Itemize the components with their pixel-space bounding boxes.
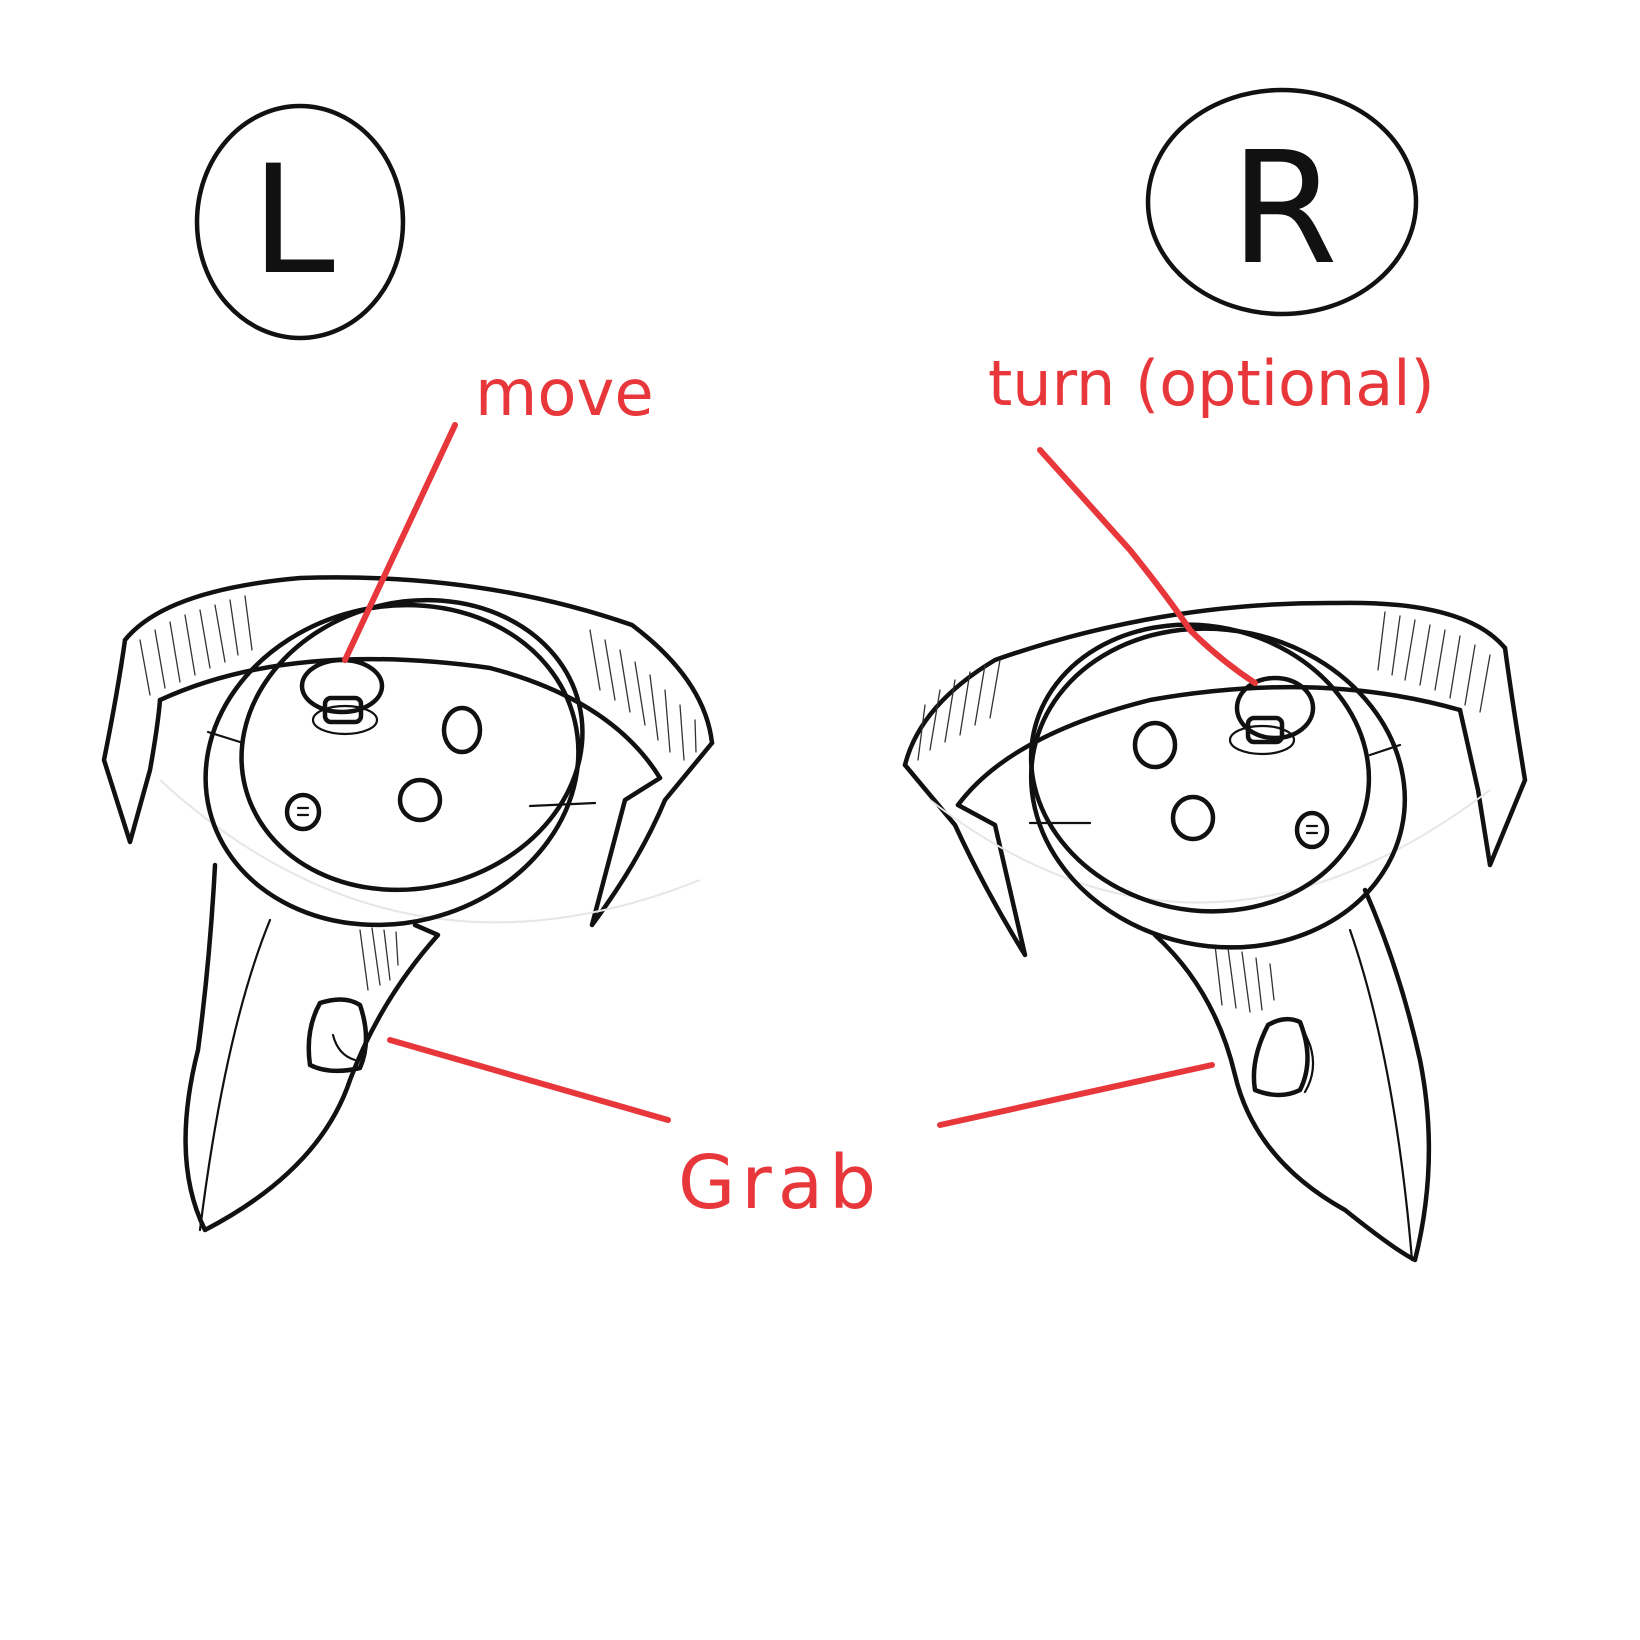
right-badge-letter: R bbox=[1230, 118, 1338, 299]
move-label: move bbox=[475, 357, 654, 431]
left-grip-outline bbox=[183, 862, 441, 1233]
right-ring-outer bbox=[902, 600, 1508, 768]
right-controller bbox=[902, 600, 1528, 1263]
grab-label: Grab bbox=[678, 1140, 882, 1226]
right-oculus-button bbox=[1294, 810, 1330, 850]
left-thumbstick bbox=[299, 657, 385, 736]
left-face-plate bbox=[239, 597, 585, 893]
right-face-tick-right bbox=[1368, 743, 1402, 757]
right-ring-hatching bbox=[917, 611, 1491, 761]
left-badge-circle bbox=[194, 103, 406, 341]
left-button-y bbox=[441, 705, 483, 755]
right-trigger-edge bbox=[1298, 1020, 1315, 1094]
annotations: move turn (optional) Grab bbox=[342, 347, 1435, 1226]
left-menu-button bbox=[284, 792, 322, 832]
grab-leader-line-left bbox=[387, 1037, 671, 1123]
right-face-plate bbox=[1028, 622, 1372, 914]
right-button-b bbox=[1132, 720, 1178, 770]
right-thumbstick bbox=[1228, 675, 1316, 756]
left-ring-left-end bbox=[101, 637, 163, 845]
right-ring-inner bbox=[955, 684, 1463, 808]
right-badge-circle bbox=[1145, 87, 1419, 317]
right-grip-hatching bbox=[1214, 944, 1275, 1013]
left-face-tick-right bbox=[528, 801, 597, 808]
grab-leader-line-right bbox=[937, 1062, 1215, 1128]
left-grab-trigger bbox=[306, 997, 369, 1074]
left-badge-letter: L bbox=[251, 134, 335, 308]
turn-leader-line bbox=[1037, 447, 1258, 686]
left-ring-inner bbox=[157, 656, 663, 781]
left-trigger-edge bbox=[331, 1033, 357, 1062]
right-badge: R bbox=[1145, 87, 1419, 317]
left-controller bbox=[101, 575, 715, 1233]
right-ring-right-end bbox=[1457, 645, 1528, 868]
left-face-tick-left bbox=[206, 730, 242, 744]
left-ring-faint-line bbox=[159, 779, 701, 924]
right-button-a bbox=[1170, 794, 1216, 842]
right-ring-faint-line bbox=[929, 789, 1491, 904]
left-badge: L bbox=[194, 103, 406, 341]
left-grip-hatching bbox=[359, 927, 399, 991]
right-grip-outline bbox=[1152, 887, 1432, 1263]
left-ring-right-end bbox=[589, 740, 715, 928]
left-grip-contour bbox=[198, 918, 272, 1232]
left-ring-outer bbox=[122, 575, 715, 746]
right-ring-left-end bbox=[902, 762, 1028, 958]
left-button-x bbox=[397, 777, 443, 823]
move-leader-line bbox=[342, 422, 458, 663]
right-grab-trigger bbox=[1251, 1016, 1310, 1098]
left-face-outer bbox=[203, 602, 581, 928]
left-ring-hatching bbox=[139, 595, 697, 761]
turn-label: turn (optional) bbox=[988, 347, 1435, 420]
right-grip-contour bbox=[1348, 928, 1414, 1262]
